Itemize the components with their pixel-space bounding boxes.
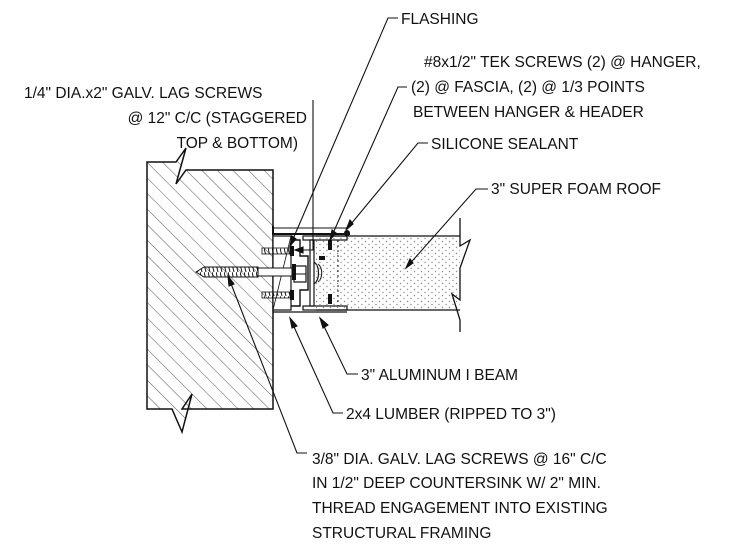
leader-foam <box>405 188 488 269</box>
label-flashing: FLASHING <box>401 11 479 28</box>
leader-lumber <box>289 317 343 414</box>
small-lag-screws <box>261 246 294 300</box>
leader-lag-large <box>227 275 307 454</box>
hanger-bracket <box>291 239 309 307</box>
existing-wall <box>146 147 274 435</box>
label-lag-large-4: STRUCTURAL FRAMING <box>312 525 491 542</box>
label-lag-large-1: 3/8" DIA. GALV. LAG SCREWS @ 16" C/C <box>312 451 607 468</box>
label-tek-screws-1: #8x1/2" TEK SCREWS (2) @ HANGER, <box>424 54 701 71</box>
leader-lines <box>227 17 488 454</box>
label-lag-small-1: 1/4" DIA.x2" GALV. LAG SCREWS <box>24 85 262 102</box>
label-lumber: 2x4 LUMBER (RIPPED TO 3") <box>346 406 556 423</box>
label-tek-screws-2: (2) @ FASCIA, (2) @ 1/3 POINTS <box>411 79 645 96</box>
tek-screws <box>319 240 332 304</box>
label-foam-roof: 3" SUPER FOAM ROOF <box>491 181 661 198</box>
sealant-bead <box>344 230 350 236</box>
foam-roof-panel <box>316 218 472 332</box>
label-lag-small-2: @ 12" C/C (STAGGERED <box>128 110 307 127</box>
leader-sealant <box>345 142 428 231</box>
flashing <box>272 226 350 235</box>
large-lag-screw <box>195 264 296 280</box>
leader-tek <box>329 86 407 241</box>
leader-flashing <box>289 17 398 247</box>
label-lag-large-2: IN 1/2" DEEP COUNTERSINK W/ 2" MIN. <box>312 475 601 492</box>
label-i-beam: 3" ALUMINUM I BEAM <box>361 367 518 384</box>
label-lag-large-3: THREAD ENGAGEMENT INTO EXISTING <box>312 500 608 517</box>
leader-i-beam <box>319 317 358 375</box>
label-sealant: SILICONE SEALANT <box>431 136 579 153</box>
label-lag-small-3: TOP & BOTTOM) <box>177 135 298 152</box>
label-tek-screws-3: BETWEEN HANGER & HEADER <box>413 104 644 121</box>
